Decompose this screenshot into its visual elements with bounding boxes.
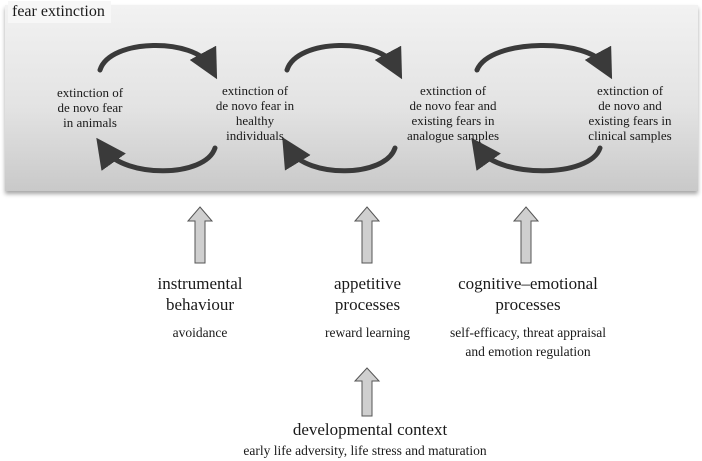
cycle-arrow-1-top <box>97 43 218 80</box>
cycle-arrow-1-bottom <box>96 137 218 174</box>
stage-analogue-samples: extinction of de novo fear and existing … <box>406 83 500 143</box>
cycle-arrow-2-top <box>284 43 403 80</box>
stage-animals: extinction of de novo fear in animals <box>56 85 124 130</box>
stage-clinical-samples: extinction of de novo and existing fears… <box>588 83 672 143</box>
context-detail: early life adversity, life stress and ma… <box>243 443 487 458</box>
process-heading-appetitive: appetitive processes <box>333 274 402 314</box>
up-arrow-icon <box>512 206 540 264</box>
panel-title: fear extinction <box>8 1 111 23</box>
process-detail-avoidance: avoidance <box>172 325 228 340</box>
up-arrow-icon <box>353 367 381 417</box>
stage-healthy-individuals: extinction of de novo fear in healthy in… <box>215 83 295 143</box>
process-detail-cognitive: self-efficacy, threat appraisal and emot… <box>450 325 606 359</box>
up-arrow-icon <box>353 206 381 264</box>
cycle-arrow-3-bottom <box>471 137 603 174</box>
cycle-arrow-2-bottom <box>282 137 398 174</box>
process-detail-reward: reward learning <box>324 325 411 340</box>
process-heading-cognitive-emotional: cognitive–emotional processes <box>458 274 598 314</box>
up-arrow-icon <box>186 206 214 264</box>
cycle-arrow-3-top <box>474 43 613 80</box>
process-heading-instrumental: instrumental behaviour <box>157 274 243 314</box>
context-heading: developmental context <box>292 420 448 439</box>
